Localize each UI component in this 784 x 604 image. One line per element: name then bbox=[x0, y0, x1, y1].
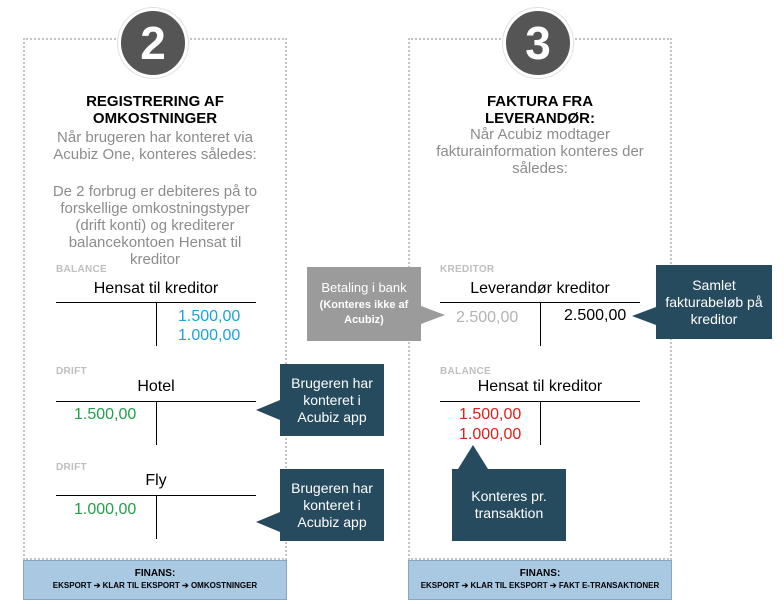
callout-pointer bbox=[632, 307, 656, 325]
debit-value: 2.500,00 bbox=[456, 309, 519, 326]
finans-title: FINANS: bbox=[134, 568, 176, 579]
step-2-badge: 2 bbox=[118, 8, 188, 78]
callout-betaling-i-bank: Betaling i bank (Konteres ikke af Acubiz… bbox=[307, 267, 421, 341]
callout-pointer bbox=[256, 512, 280, 532]
debit-value: 1.000,00 bbox=[74, 501, 137, 518]
callout-bank-line1: Betaling i bank bbox=[321, 280, 407, 295]
callout-konteret-hotel: Brugeren har konteret i Acubiz app bbox=[280, 364, 384, 436]
callout-pointer bbox=[421, 306, 445, 324]
callout-pointer bbox=[256, 400, 280, 420]
debit-value: 1.500,00 bbox=[74, 406, 137, 423]
account-name-hotel: Hotel bbox=[137, 378, 175, 395]
finans-bar-2: FINANS: EKSPORT ➔ KLAR TIL EKSPORT ➔ OMK… bbox=[23, 560, 287, 600]
t-account-divider bbox=[156, 401, 157, 445]
credit-value: 2.500,00 bbox=[564, 307, 627, 324]
step-3-badge: 3 bbox=[503, 8, 573, 78]
credit-value: 1.500,00 bbox=[178, 308, 241, 325]
debit-value: 1.000,00 bbox=[459, 426, 522, 443]
account-tag-balance: BALANCE bbox=[440, 366, 491, 377]
panel-3-intro: Når Acubiz modtager fakturainformation k… bbox=[436, 126, 644, 177]
t-account-divider bbox=[540, 302, 541, 346]
t-account-divider bbox=[156, 495, 157, 539]
account-name-fly: Fly bbox=[145, 472, 167, 489]
account-tag-kreditor: KREDITOR bbox=[440, 264, 495, 275]
credit-value: 1.000,00 bbox=[178, 327, 241, 344]
callout-konteres-pr-transaktion: Konteres pr. transaktion bbox=[452, 469, 566, 541]
account-tag-balance: BALANCE bbox=[56, 264, 107, 275]
account-tag-drift: DRIFT bbox=[56, 366, 87, 377]
panel-2-title: REGISTRERING AF OMKOSTNINGER bbox=[86, 93, 224, 127]
t-account-divider bbox=[156, 302, 157, 346]
finans-bar-3: FINANS: EKSPORT ➔ KLAR TIL EKSPORT ➔ FAK… bbox=[408, 560, 672, 600]
account-name-hensat: Hensat til kreditor bbox=[93, 280, 219, 297]
t-account-divider bbox=[540, 401, 541, 445]
callout-pointer bbox=[458, 445, 488, 469]
panel-2-intro: Når brugeren har konteret via Acubiz One… bbox=[53, 129, 257, 163]
callout-bank-line2: (Konteres ikke af Acubiz) bbox=[319, 299, 409, 326]
account-name-leverandor: Leverandør kreditor bbox=[470, 280, 610, 297]
account-tag-drift: DRIFT bbox=[56, 462, 87, 473]
finans-path: EKSPORT ➔ KLAR TIL EKSPORT ➔ OMKOSTNINGE… bbox=[52, 581, 258, 590]
finans-title: FINANS: bbox=[519, 568, 561, 579]
panel-3-title: FAKTURA FRA LEVERANDØR: bbox=[484, 93, 595, 127]
finans-path: EKSPORT ➔ KLAR TIL EKSPORT ➔ FAKT E-TRAN… bbox=[420, 581, 660, 590]
account-name-hensat: Hensat til kreditor bbox=[477, 378, 603, 395]
callout-samlet-fakturabelob: Samlet fakturabeløb på kreditor bbox=[656, 265, 772, 339]
panel-2-description: De 2 forbrug er debiteres på to forskell… bbox=[52, 183, 258, 268]
debit-value: 1.500,00 bbox=[459, 406, 522, 423]
callout-konteret-fly: Brugeren har konteret i Acubiz app bbox=[280, 469, 384, 541]
